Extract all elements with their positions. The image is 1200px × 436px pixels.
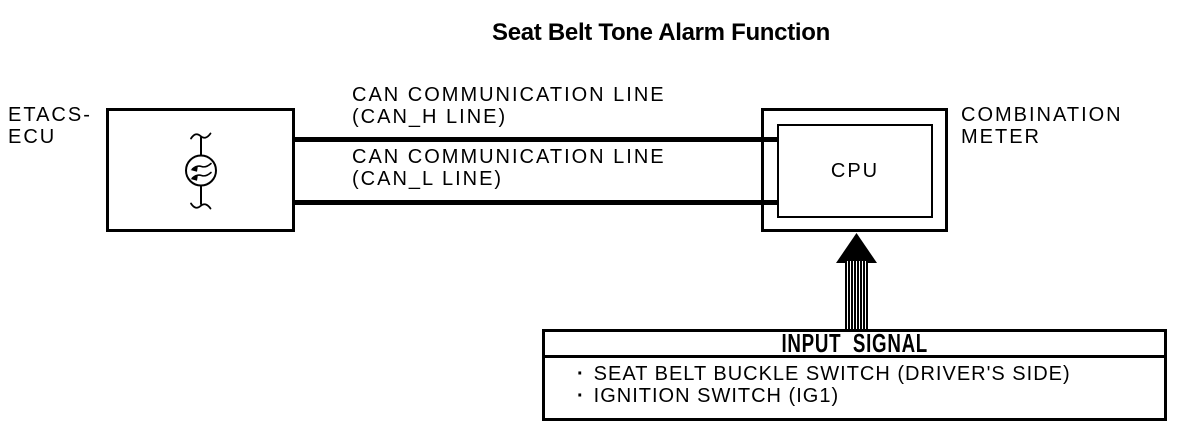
wave-arrowhead-lower xyxy=(190,174,198,181)
can-l-stub-wire xyxy=(761,200,779,205)
can-h-wire xyxy=(295,137,761,142)
list-item: · SEAT BELT BUCKLE SWITCH (DRIVER'S SIDE… xyxy=(577,363,1164,385)
can-l-line-label: CAN COMMUNICATION LINE (CAN_L LINE) xyxy=(352,146,666,190)
can-l-label-line2: (CAN_L LINE) xyxy=(352,168,504,190)
etacs-ecu-label-line2: ECU xyxy=(8,126,57,148)
etacs-ecu-box xyxy=(106,108,295,232)
can-h-line-label: CAN COMMUNICATION LINE (CAN_H LINE) xyxy=(352,84,666,128)
input-signal-list: · SEAT BELT BUCKLE SWITCH (DRIVER'S SIDE… xyxy=(545,358,1164,407)
cpu-box: CPU xyxy=(777,124,933,218)
can-h-label-line2: (CAN_H LINE) xyxy=(352,106,508,128)
bullet-icon: · xyxy=(577,363,585,385)
input-signal-box: INPUT SIGNAL · SEAT BELT BUCKLE SWITCH (… xyxy=(542,329,1167,421)
can-h-label-line1: CAN COMMUNICATION LINE xyxy=(352,84,666,106)
input-arrow-shaft xyxy=(845,261,868,329)
input-signal-header: INPUT SIGNAL xyxy=(545,328,1164,358)
list-item: · IGNITION SWITCH (IG1) xyxy=(577,385,1164,407)
etacs-ecu-label: ETACS- ECU xyxy=(8,104,92,148)
etacs-ecu-label-line1: ETACS- xyxy=(8,104,92,126)
input-signal-header-label: INPUT SIGNAL xyxy=(781,328,928,358)
combination-meter-label-line2: METER xyxy=(961,126,1041,148)
input-signal-item-text: IGNITION SWITCH (IG1) xyxy=(593,385,840,407)
input-signal-item-text: SEAT BELT BUCKLE SWITCH (DRIVER'S SIDE) xyxy=(593,363,1071,385)
tone-generator-icon xyxy=(185,132,217,210)
bullet-icon: · xyxy=(577,385,585,407)
can-h-stub-wire xyxy=(761,137,779,142)
wave-arrowhead-upper xyxy=(190,165,198,172)
diagram-title: Seat Belt Tone Alarm Function xyxy=(492,19,830,46)
cpu-label: CPU xyxy=(830,159,880,182)
combination-meter-label: COMBINATION METER xyxy=(961,104,1123,148)
can-l-label-line1: CAN COMMUNICATION LINE xyxy=(352,146,666,168)
combination-meter-label-line1: COMBINATION xyxy=(961,104,1123,126)
can-l-wire xyxy=(295,200,761,205)
input-arrow-head-icon xyxy=(836,233,877,263)
